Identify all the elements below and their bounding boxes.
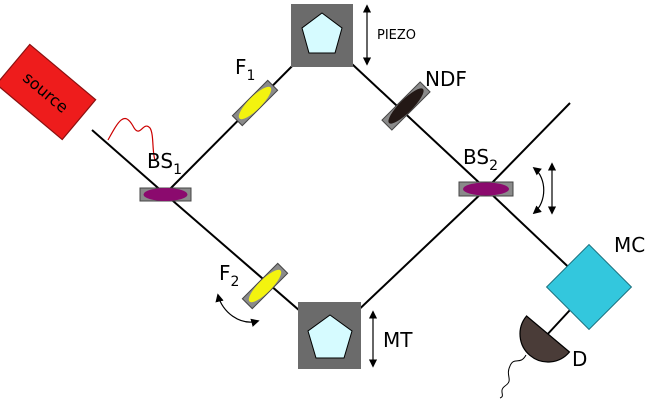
bs2-rotation-arrow (532, 166, 545, 215)
ndf-label: NDF (425, 67, 467, 91)
f1-label: F1 (235, 55, 255, 84)
beam-bs2-output-up (485, 102, 571, 190)
f2-rotation-arrow (215, 293, 260, 327)
neutral-density-filter (381, 81, 431, 131)
bs2-label: BS2 (463, 145, 498, 174)
f2-label: F2 (219, 261, 239, 290)
source-laser: source (0, 43, 97, 141)
beam-source-to-bs1 (91, 129, 166, 195)
detector-cable (499, 354, 527, 399)
beam-mc-to-detector (544, 309, 571, 338)
mc-box (545, 243, 633, 331)
mt-label: MT (383, 328, 413, 352)
source-box (0, 43, 97, 141)
beam-bs2-to-mc (485, 188, 581, 279)
filter-1 (231, 79, 279, 127)
filter-2 (241, 262, 289, 310)
bs1-label: BS1 (147, 149, 182, 178)
d-label: D (572, 347, 587, 371)
detector (519, 315, 571, 363)
piezo-mirror (291, 4, 353, 67)
mt-mirror (298, 302, 361, 369)
piezo-label: PIEZO (377, 28, 416, 43)
beam-splitter-1 (139, 187, 192, 202)
beam-splitter-2 (458, 181, 514, 197)
fiber-curve (107, 118, 156, 161)
mc-label: MC (614, 233, 645, 257)
